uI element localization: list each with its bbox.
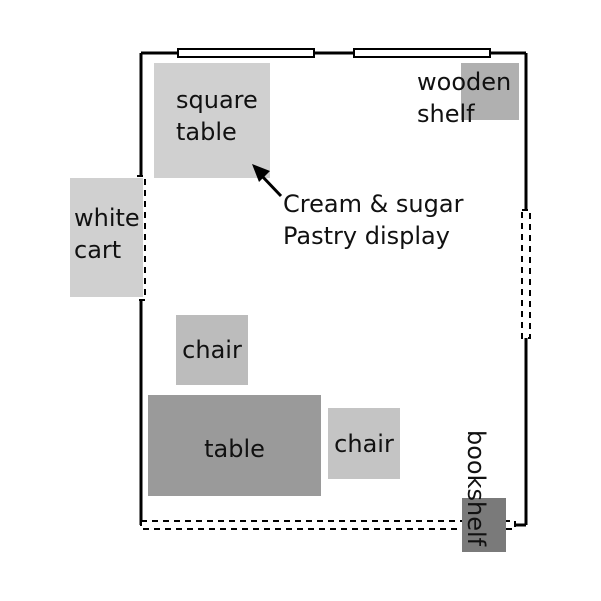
walls (139, 51, 528, 527)
chair-top-label: chair (182, 336, 242, 364)
white-cart-label-line1: white (74, 204, 140, 232)
chair-right-shape (328, 408, 400, 479)
wooden-shelf-label-line1: wooden (417, 68, 512, 96)
white-cart-label: white cart (74, 202, 140, 266)
square-table-label: square table (176, 84, 258, 148)
window-left (177, 48, 315, 58)
bookshelf-label: bookshelf (462, 430, 490, 547)
doorway-bottom (140, 520, 516, 530)
annotation-line2: Pastry display (283, 222, 450, 250)
square-table-label-line1: square (176, 86, 258, 114)
white-cart-label-line2: cart (74, 236, 122, 264)
wooden-shelf-label-line2: shelf (417, 100, 475, 128)
annotation-label: Cream & sugar Pastry display (283, 188, 463, 252)
chair-right-label: chair (334, 429, 394, 458)
window-right (353, 48, 491, 58)
chair-top-shape (176, 315, 248, 385)
table-label: table (204, 434, 265, 463)
square-table-label-line2: table (176, 118, 237, 146)
table-shape (148, 395, 321, 496)
annotation-line1: Cream & sugar (283, 190, 464, 218)
wooden-shelf-shape (461, 63, 519, 120)
white-cart-shape (70, 178, 143, 297)
pointer-arrow-icon (252, 164, 283, 198)
doorway-right (521, 209, 531, 339)
bookshelf-shape (462, 498, 506, 552)
square-table-shape (154, 63, 270, 178)
wooden-shelf-label: wooden shelf (417, 66, 511, 130)
